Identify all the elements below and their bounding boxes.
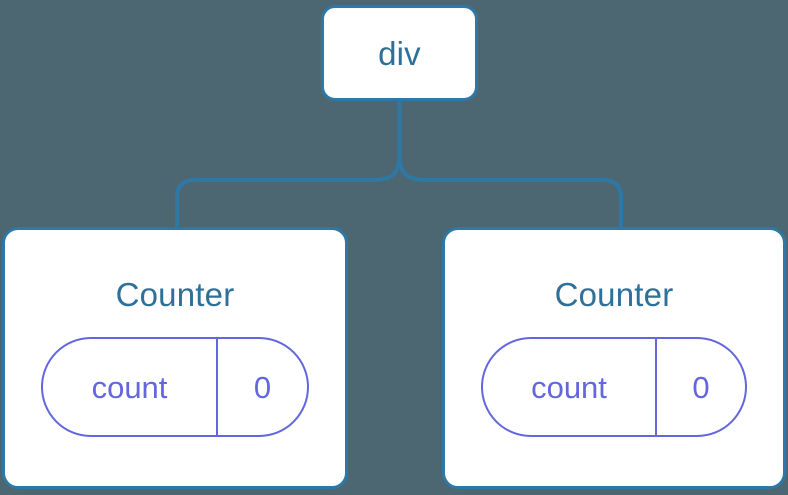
state-key-label: count [531,369,607,405]
node-counter[interactable]: Counter count 0 [2,227,348,489]
state-value-label: 0 [253,369,272,405]
state-value-cell: 0 [657,339,745,435]
state-pill: count 0 [481,337,747,437]
node-counter-label: Counter [115,276,235,313]
state-key-cell: count [43,339,218,435]
node-counter[interactable]: Counter count 0 [442,227,786,489]
node-counter-label: Counter [554,276,674,313]
state-key-cell: count [483,339,657,435]
state-key-label: count [91,369,168,405]
state-pill: count 0 [41,337,309,437]
state-value-cell: 0 [218,339,307,435]
connector-branch-right [397,155,623,229]
node-div[interactable]: div [321,5,478,101]
connector-branch-left [175,155,402,229]
node-div-label: div [378,34,421,72]
state-value-label: 0 [692,369,710,405]
